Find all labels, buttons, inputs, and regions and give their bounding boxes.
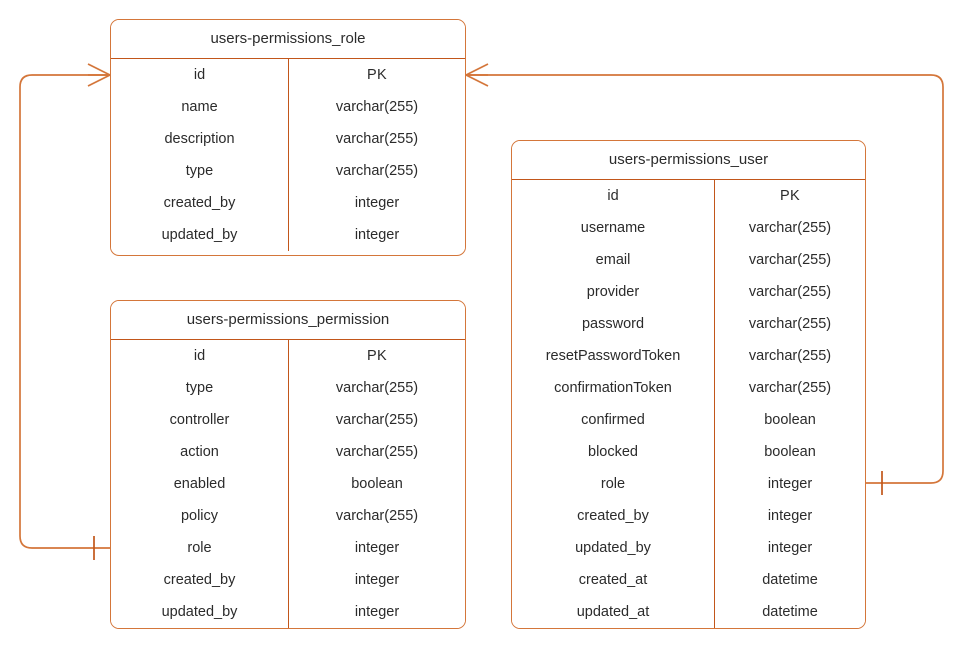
crowsfoot-prong <box>465 63 489 76</box>
field-name: updated_by <box>161 604 238 620</box>
field-name: type <box>185 163 214 179</box>
column-names-user: id username email provider password resetPass… <box>512 180 715 628</box>
entity-title-user: users-permissions_user <box>512 141 865 180</box>
entity-title-permission: users-permissions_permission <box>111 301 465 340</box>
field-name: username <box>580 220 646 236</box>
field-name: created_by <box>577 508 649 524</box>
field-type-pk: PK <box>780 188 800 204</box>
field-name: updated_by <box>161 227 238 243</box>
field-type: varchar(255) <box>335 380 419 396</box>
field-type: varchar(255) <box>748 252 832 268</box>
column-types-user: PK varchar(255) varchar(255) varchar(255) va… <box>715 180 865 628</box>
field-type: boolean <box>764 444 816 460</box>
field-type: varchar(255) <box>335 131 419 147</box>
field-name: updated_at <box>576 604 650 620</box>
field-name: email <box>595 252 631 268</box>
field-type: integer <box>767 508 813 524</box>
field-type: varchar(255) <box>748 220 832 236</box>
field-type: integer <box>767 540 813 556</box>
field-name: updated_by <box>575 540 651 556</box>
field-type: varchar(255) <box>335 444 419 460</box>
field-type: integer <box>767 476 813 492</box>
entity-body-user: id username email provider password resetPass… <box>512 180 865 628</box>
field-name: confirmationToken <box>554 380 672 396</box>
entity-body-permission: id type controller action enabled policy role c… <box>111 340 465 628</box>
field-name: policy <box>180 508 219 524</box>
field-name: blocked <box>588 444 638 460</box>
field-type: datetime <box>762 572 818 588</box>
field-type: varchar(255) <box>748 380 832 396</box>
crowsfoot-prong <box>465 74 489 87</box>
field-type: integer <box>354 604 400 620</box>
field-name: role <box>600 476 626 492</box>
field-type: integer <box>354 195 400 211</box>
field-name: type <box>185 380 214 396</box>
field-name: created_at <box>578 572 648 588</box>
field-name: created_by <box>163 572 236 588</box>
field-name: password <box>581 316 645 332</box>
column-names-permission: id type controller action enabled policy role c… <box>111 340 289 628</box>
field-type-pk: PK <box>367 67 387 83</box>
field-type: varchar(255) <box>335 99 419 115</box>
field-name: created_by <box>163 195 236 211</box>
field-type: varchar(255) <box>748 316 832 332</box>
field-type: integer <box>354 227 400 243</box>
field-name: controller <box>169 412 230 428</box>
field-name: enabled <box>173 476 226 492</box>
entity-title-role: users-permissions_role <box>111 20 465 59</box>
field-type: varchar(255) <box>335 508 419 524</box>
field-name: id <box>193 67 206 83</box>
crowsfoot-prong <box>87 63 111 76</box>
column-types-role: PK varchar(255) varchar(255) varchar(255) in… <box>289 59 465 251</box>
field-name: role <box>187 540 212 556</box>
field-type: datetime <box>762 604 818 620</box>
field-name: id <box>607 188 619 204</box>
field-name: resetPasswordToken <box>545 348 681 364</box>
field-type: varchar(255) <box>748 348 832 364</box>
field-type: varchar(255) <box>748 284 832 300</box>
field-name: action <box>180 444 219 460</box>
field-name: id <box>193 348 206 364</box>
field-name: confirmed <box>581 412 645 428</box>
field-name: name <box>181 99 218 115</box>
column-types-permission: PK varchar(255) varchar(255) varchar(255) bo… <box>289 340 465 628</box>
crowsfoot-prong <box>87 74 111 87</box>
field-type: integer <box>354 540 400 556</box>
field-type: integer <box>354 572 400 588</box>
entity-body-role: id name description type created_by updated_b… <box>111 59 465 251</box>
field-type: boolean <box>351 476 403 492</box>
field-type: boolean <box>764 412 816 428</box>
relationship-line-role-to-permission <box>19 74 110 549</box>
field-type: varchar(255) <box>335 412 419 428</box>
column-names-role: id name description type created_by updated_b… <box>111 59 289 251</box>
field-name: description <box>164 131 235 147</box>
field-type: varchar(255) <box>335 163 419 179</box>
field-type-pk: PK <box>367 348 387 364</box>
field-name: provider <box>586 284 640 300</box>
